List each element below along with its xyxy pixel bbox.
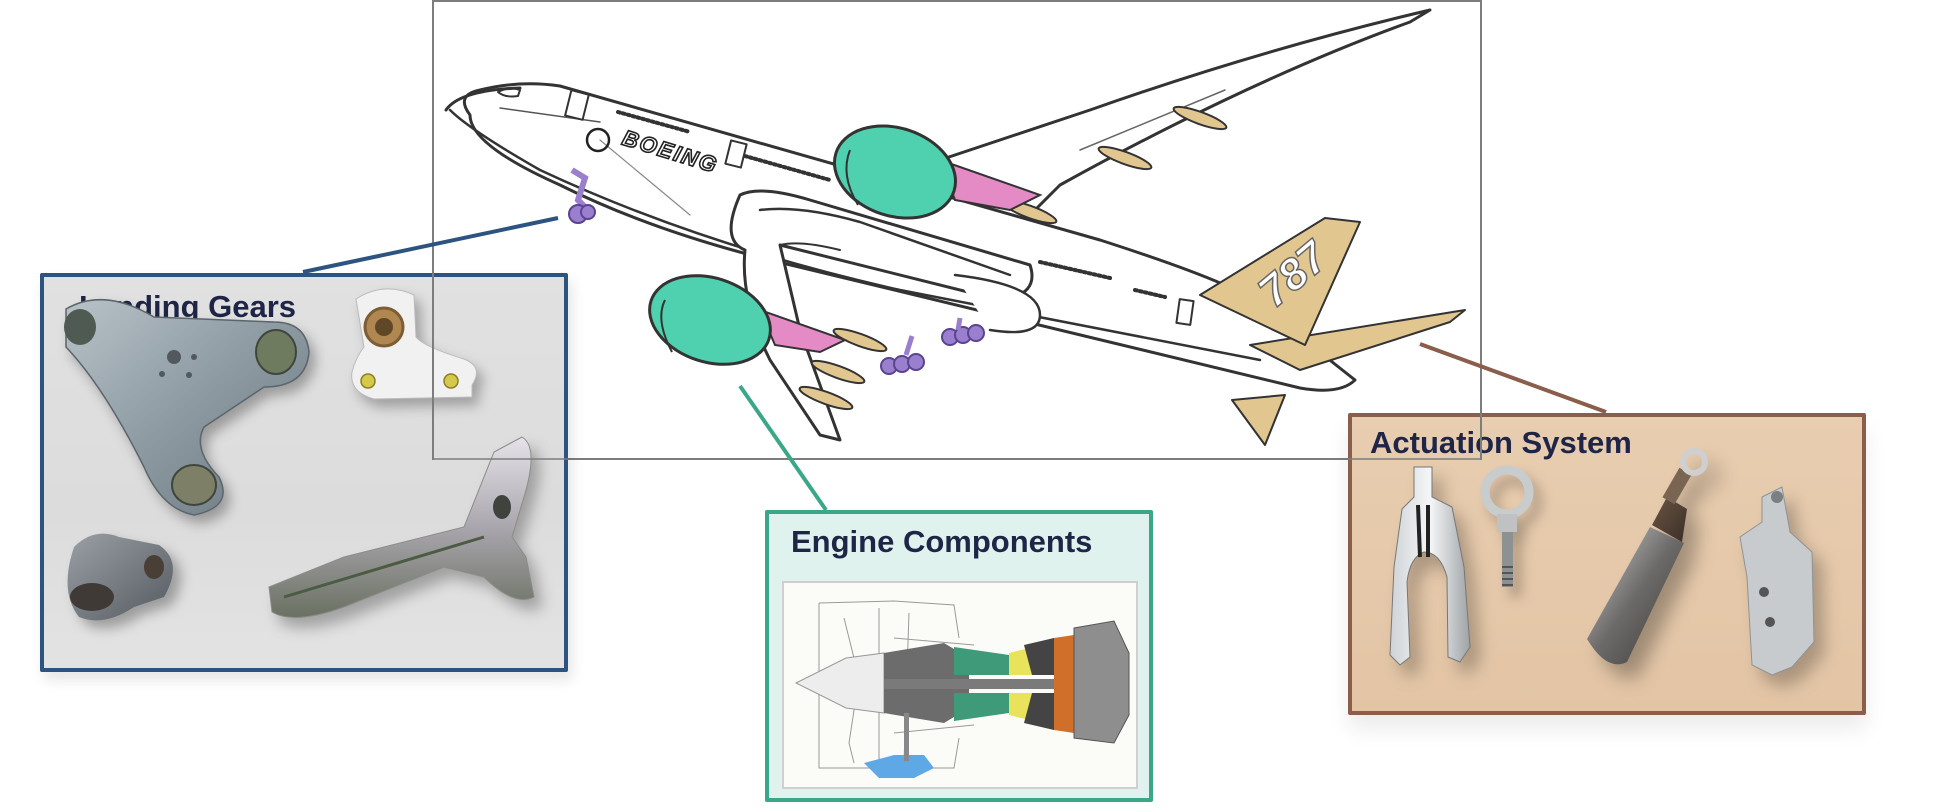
part-lug-fitting	[67, 533, 173, 621]
part-trunnion-arm	[64, 298, 310, 516]
boeing-logo-icon	[585, 127, 611, 153]
part-clevis-fork	[1389, 466, 1471, 666]
callout-engine-components: Engine Components	[765, 510, 1153, 802]
airplane-horizontal-stabilizer	[1249, 309, 1466, 371]
nose-landing-gear	[570, 167, 591, 213]
callout-title-engine-components: Engine Components	[791, 524, 1093, 559]
engine-turbine-hpt	[1054, 635, 1074, 733]
landing-gear-parts-photo	[64, 288, 535, 621]
airplane-ventral-fin	[1231, 394, 1286, 446]
part-rod-end-eye-bolt	[1480, 465, 1534, 587]
callout-landing-gears: Landing Gears	[40, 273, 568, 672]
engine-gearbox	[864, 755, 934, 778]
callout-actuation-system: Actuation System	[1348, 413, 1866, 715]
callout-title-actuation-system: Actuation System	[1370, 425, 1632, 460]
part-bushing-bracket	[351, 288, 477, 400]
airplane-near-wing	[729, 189, 1034, 442]
engine-shaft	[884, 679, 1122, 689]
engine-compressor	[954, 647, 1009, 721]
airplane-vertical-tail	[1199, 217, 1361, 346]
engine-cross-section-diagram	[782, 581, 1138, 789]
part-side-brace-beam	[268, 436, 535, 618]
main-landing-gear	[880, 317, 985, 375]
engine-nacelle-lower	[648, 274, 772, 366]
engine-spinner	[794, 652, 885, 714]
engine-turbine-lpt	[1073, 620, 1130, 744]
engine-nacelle-upper	[832, 124, 958, 220]
part-actuator-housing	[1739, 486, 1815, 676]
part-hydraulic-actuator-cylinder	[1587, 448, 1708, 665]
turbofan-cross-section-drawing	[794, 600, 1130, 778]
airplane-far-wing	[893, 8, 1432, 237]
actuation-parts-photo	[1389, 448, 1815, 676]
